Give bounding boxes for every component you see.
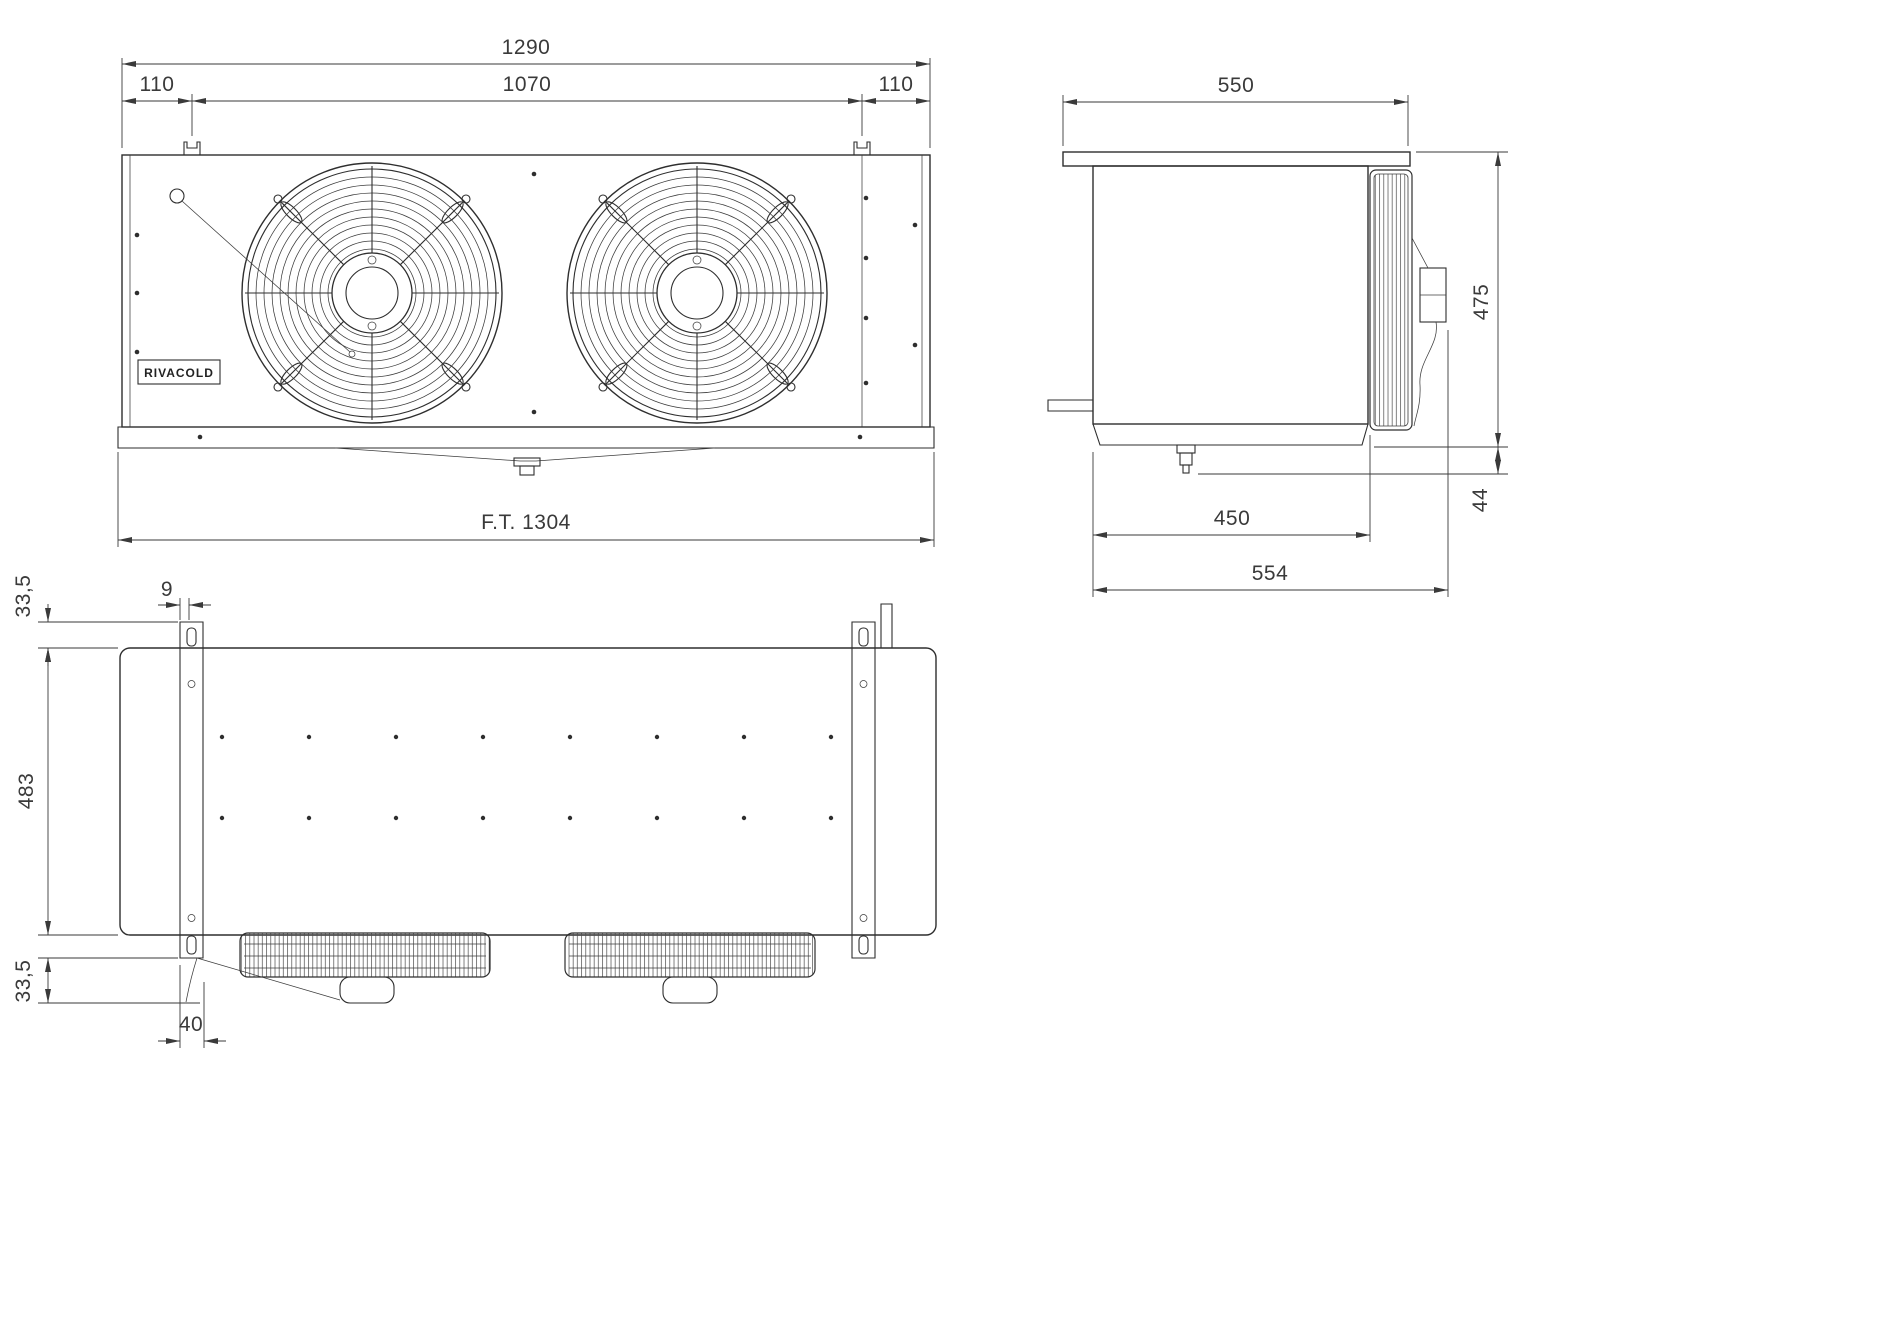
front-tray-slope: [334, 447, 716, 462]
dim-side-height: 475: [1470, 284, 1493, 321]
dim-side-drain: 44: [1469, 488, 1492, 512]
dim-bottom-bottom-offset: 33,5: [12, 960, 35, 1003]
dim-front-center-span: 1070: [503, 73, 552, 96]
side-tray: [1092, 423, 1369, 446]
dim-side-inner-depth: 450: [1214, 507, 1251, 530]
bottom-rail-left: [179, 621, 204, 959]
front-drip-tray: [117, 426, 935, 449]
front-drain-fitting: [513, 457, 541, 476]
front-screw-holes: [134, 171, 918, 440]
dim-front-left-offset: 110: [140, 73, 175, 96]
front-view: RIVACOLD: [117, 141, 935, 476]
bottom-coil-block-right: [564, 932, 816, 1004]
bottom-view-dimensions: 33,5 9 483 33,5 40: [12, 575, 226, 1048]
dim-bottom-bracket-thickness: 9: [161, 578, 173, 601]
dim-front-total-width: 1290: [502, 36, 551, 59]
bottom-coil-block-left: [239, 932, 491, 1004]
bottom-body: [119, 647, 937, 936]
bottom-hole-pattern: [219, 734, 834, 821]
brand-logo: RIVACOLD: [137, 359, 221, 385]
brand-logo-text: RIVACOLD: [144, 366, 214, 380]
front-panel-seams: [129, 155, 923, 427]
dim-bottom-height: 483: [15, 773, 38, 810]
front-view-dimensions: 1290 110 1070 110 F.T. 1304: [117, 36, 935, 547]
dim-front-overall: F.T. 1304: [481, 511, 571, 534]
bottom-view: [119, 603, 937, 1004]
dim-bottom-top-offset: 33,5: [12, 575, 35, 618]
side-view: [1047, 151, 1447, 474]
fan-right: [566, 162, 828, 424]
side-drain-fitting: [1176, 444, 1196, 474]
front-sensor-capillary: [169, 188, 356, 358]
bottom-capillary: [185, 957, 341, 1003]
fan-left: [241, 162, 503, 424]
front-bracket-left: [183, 141, 201, 155]
front-bracket-right: [853, 141, 871, 155]
side-view-dimensions: 550 475 44 450 554: [1062, 74, 1508, 597]
side-pipe-stub: [1047, 399, 1093, 412]
side-valve-box: [1411, 237, 1447, 427]
side-body: [1092, 165, 1369, 425]
bottom-rail-right: [851, 621, 876, 959]
dim-bottom-capillary-offset: 40: [179, 1013, 203, 1036]
dim-side-top-depth: 550: [1218, 74, 1255, 97]
dim-side-total-depth: 554: [1252, 562, 1289, 585]
side-coil-block: [1369, 169, 1413, 431]
bottom-suction-pipe: [880, 603, 893, 648]
dim-front-right-offset: 110: [879, 73, 914, 96]
